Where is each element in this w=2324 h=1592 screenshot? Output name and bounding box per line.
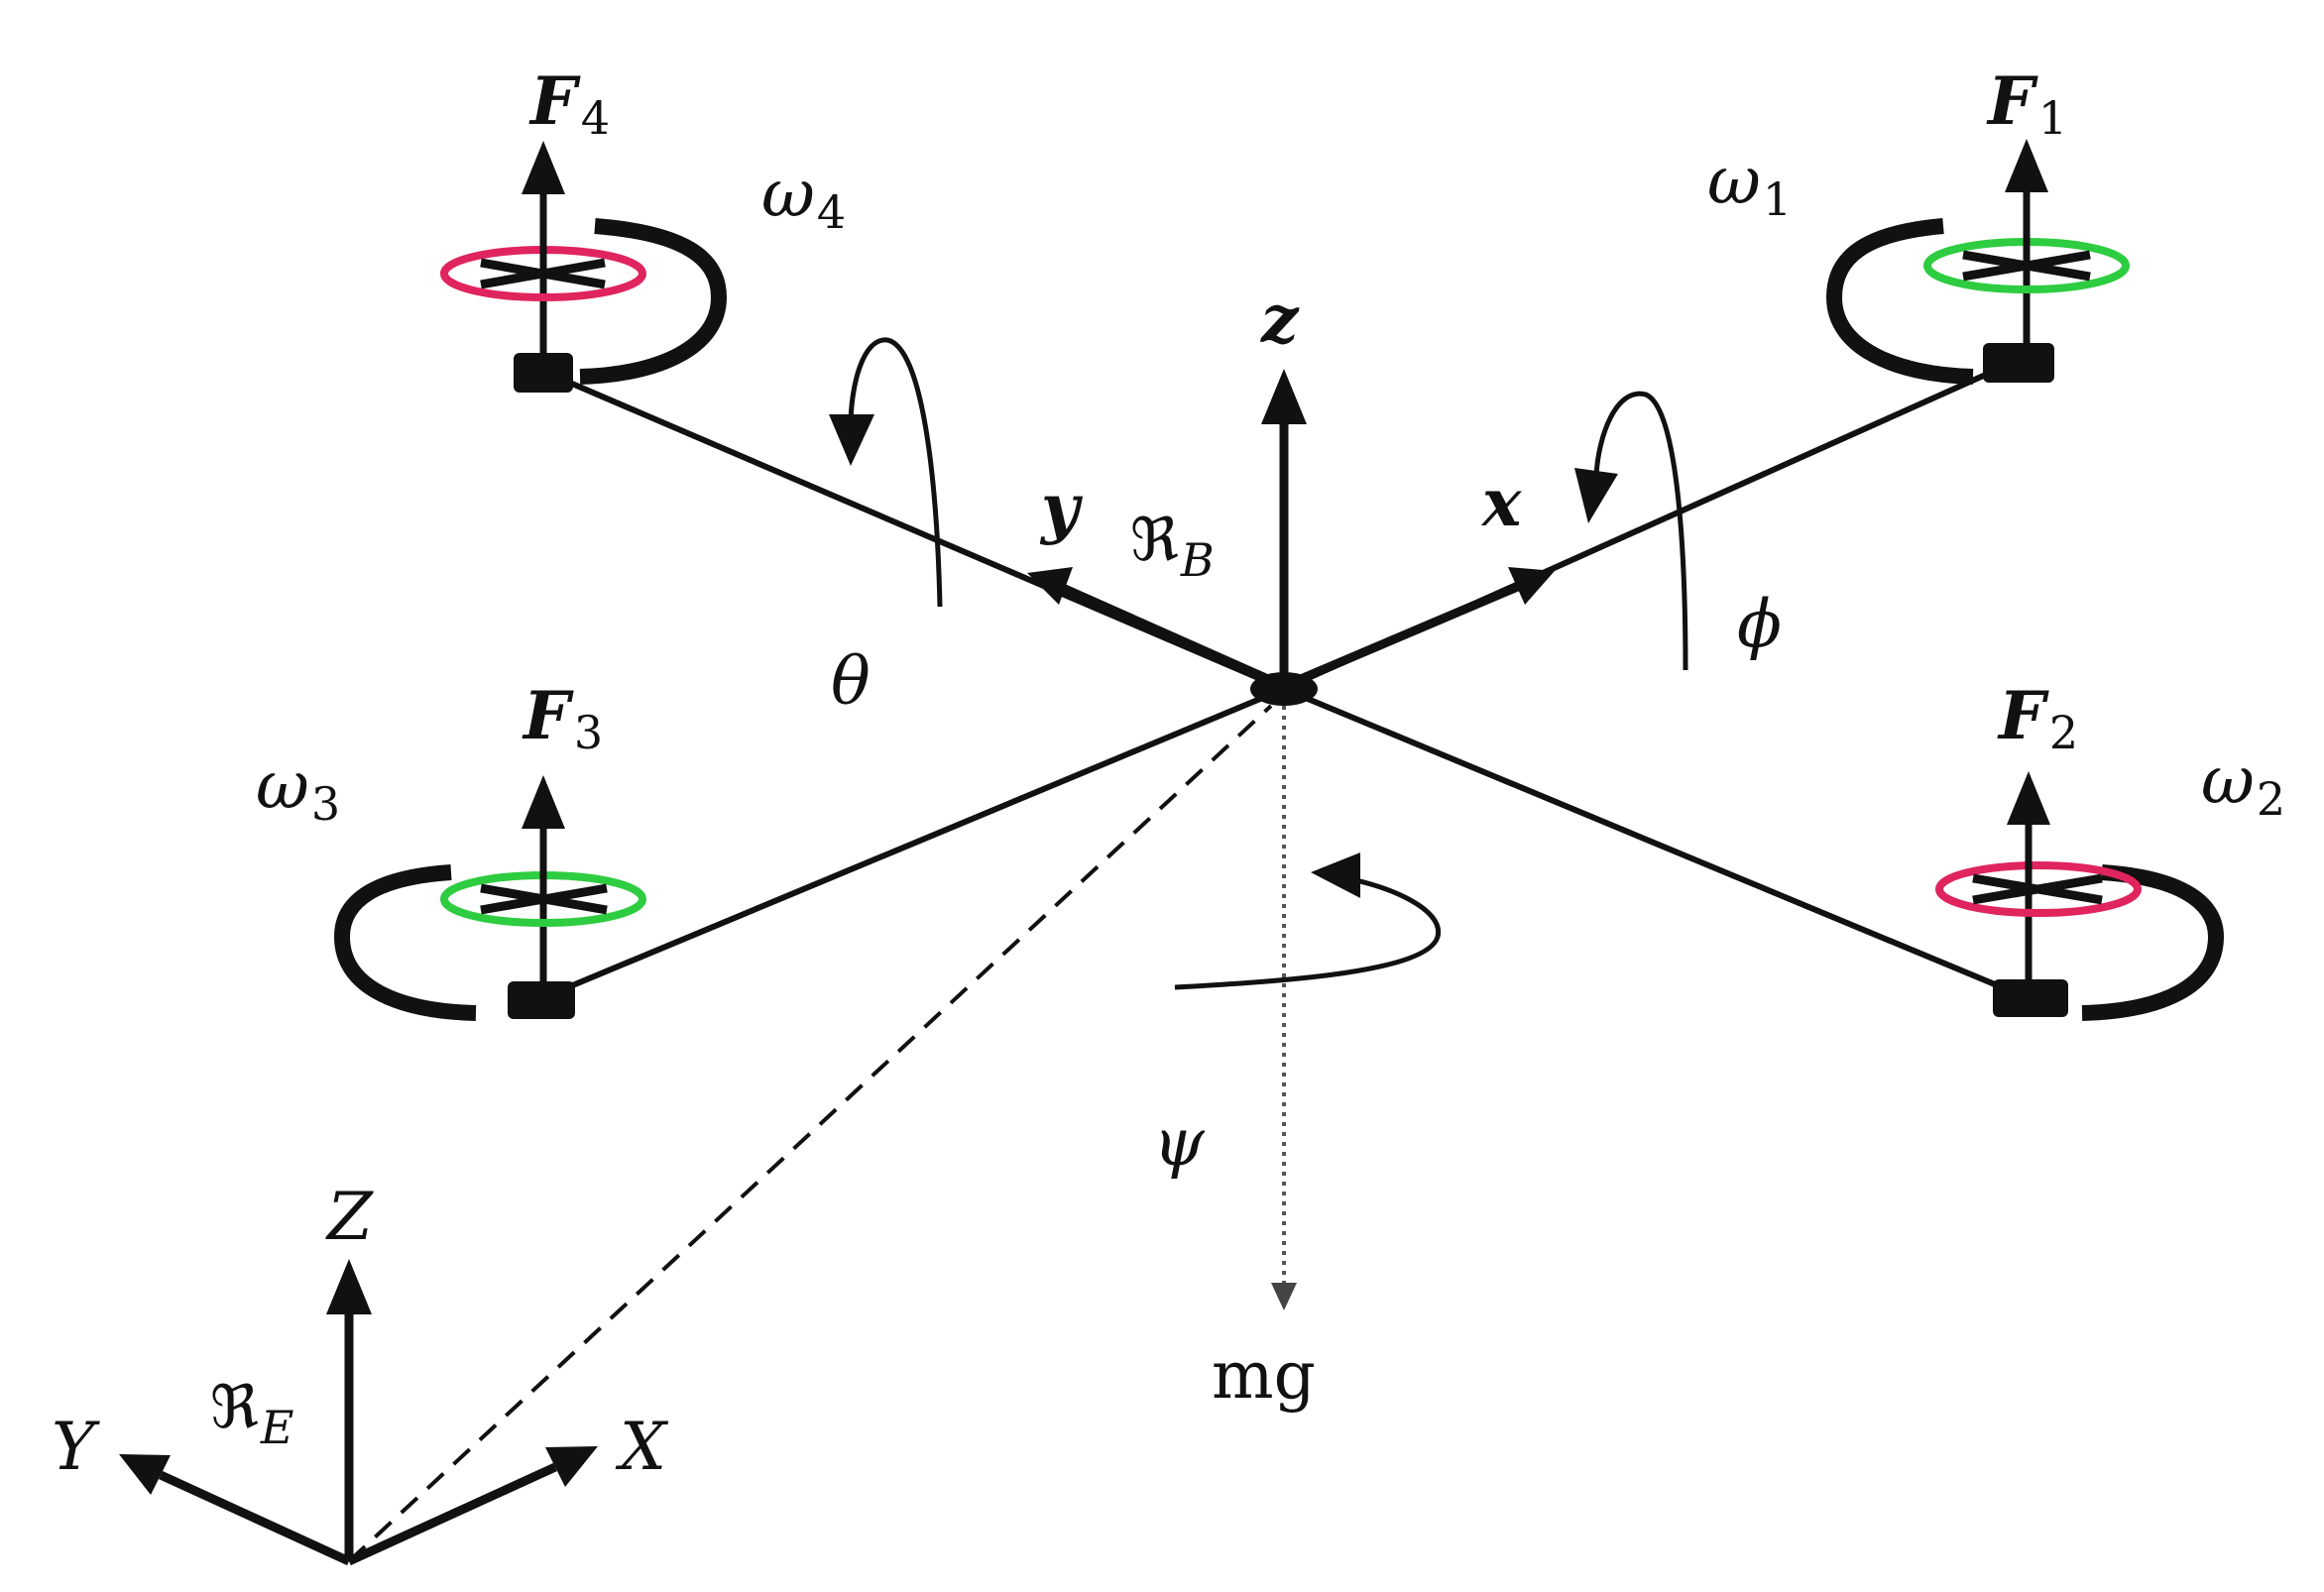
force-2-label: F2 (1997, 677, 2078, 759)
rotor-2 (1935, 771, 2225, 1021)
rotor-1-rotation-arrow (1825, 218, 1974, 385)
earth-X-axis (347, 1462, 557, 1566)
position-vector-dashed (347, 704, 1273, 1563)
yaw-rotation-arrow (1174, 853, 1441, 990)
earth-frame-axes (119, 1259, 598, 1566)
force-1-label: F1 (1986, 62, 2067, 145)
force-4-label: F4 (528, 62, 610, 145)
earth-X-arrowhead (545, 1446, 598, 1487)
rotor-3 (333, 775, 646, 1021)
body-z-arrowhead (1261, 369, 1307, 424)
rotor-2-ring (1935, 861, 2142, 917)
yaw-label: ψ (1153, 1104, 1206, 1181)
body-x-axis (1287, 578, 1529, 689)
omega-2-label: ω2 (2201, 742, 2285, 826)
force-3-label: F3 (522, 677, 603, 759)
body-frame-axes (1027, 369, 1555, 689)
rotor-4-motor (514, 353, 573, 393)
rotor-4-rotation-arrow (579, 218, 728, 385)
rotor-1-motor (1983, 343, 2054, 383)
pitch-rotation-arrow (829, 337, 943, 608)
gravity-vector (1271, 706, 1297, 1310)
gravity-label: mg (1212, 1337, 1316, 1414)
rotor-2-rotation-arrow (2081, 864, 2225, 1021)
arm-back-right (1282, 686, 2021, 997)
roll-label: ϕ (1737, 586, 1782, 662)
rotor-4 (440, 141, 728, 393)
earth-Z-arrowhead (326, 1259, 372, 1314)
earth-X-label: X (615, 1409, 669, 1485)
earth-frame-label: ℜE (210, 1373, 293, 1454)
rotor-1 (1825, 139, 2130, 385)
body-x-label: x (1480, 464, 1522, 541)
arm-back-left (549, 686, 1286, 997)
omega-3-label: ω3 (256, 747, 340, 831)
rotor-3-motor (508, 981, 575, 1019)
rotor-3-rotation-arrow (333, 864, 477, 1021)
earth-Z-label: Z (325, 1179, 374, 1255)
rotor-2-motor (1993, 979, 2068, 1017)
body-z-label: z (1260, 281, 1300, 358)
body-x-arrowhead (1508, 567, 1555, 605)
earth-Y-arrowhead (119, 1454, 171, 1495)
roll-rotation-arrow (1574, 391, 1688, 671)
body-y-label: y (1039, 469, 1084, 546)
body-frame-label: ℜB (1130, 506, 1215, 587)
omega-4-label: ω4 (761, 156, 846, 239)
body-y-arrowhead (1027, 567, 1073, 605)
earth-Y-axis (159, 1470, 351, 1566)
omega-1-label: ω1 (1707, 143, 1792, 226)
body-y-axis (1054, 580, 1281, 689)
pitch-label: θ (831, 643, 871, 720)
earth-Y-label: Y (52, 1409, 100, 1485)
